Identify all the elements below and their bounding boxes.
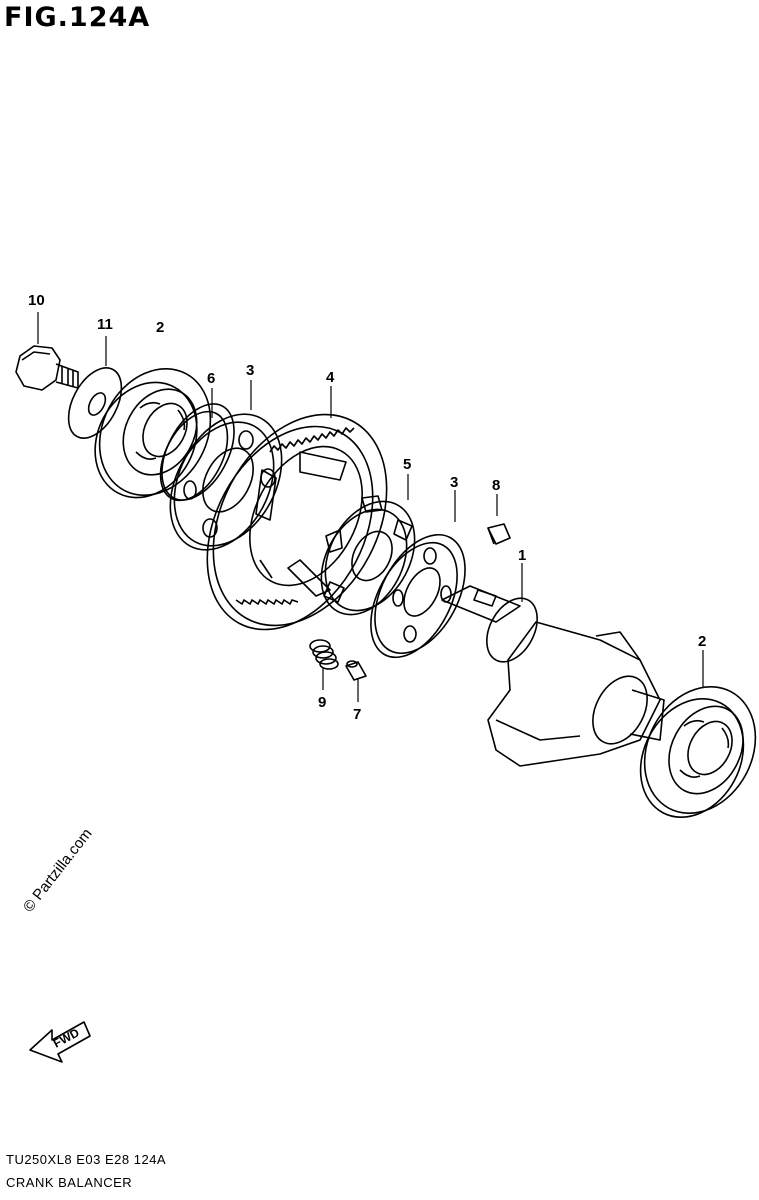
part-5-damper-hub[interactable]: [304, 486, 432, 629]
part-7-pin[interactable]: [345, 660, 367, 681]
callout-8: 8: [492, 477, 500, 494]
callout-2-upper: 2: [156, 319, 164, 336]
part-9-spring[interactable]: [309, 639, 339, 670]
gear-teeth: [269, 427, 355, 453]
callouts: 10 11 2 6 3 4 5 3 8 1 2 9 7: [28, 292, 706, 723]
footer-name: CRANK BALANCER: [6, 1175, 133, 1190]
part-3-plate-right[interactable]: [353, 520, 483, 672]
callout-4: 4: [326, 369, 335, 386]
part-8-key[interactable]: [487, 523, 511, 545]
callout-2-lower: 2: [698, 633, 706, 650]
part-11-washer[interactable]: [58, 359, 133, 447]
part-2-ball-bearing-upper[interactable]: [75, 349, 231, 515]
part-2-ball-bearing-lower[interactable]: [621, 667, 759, 835]
figure-title: FIG.124A: [4, 2, 151, 33]
callout-3-left: 3: [246, 362, 254, 379]
part-6-washer[interactable]: [147, 392, 249, 512]
callout-6: 6: [207, 370, 215, 387]
part-1-crank-balancer-shaft[interactable]: [441, 585, 665, 767]
callout-11: 11: [97, 316, 113, 333]
footer-code: TU250XL8 E03 E28 124A: [6, 1152, 167, 1167]
part-3-plate-left[interactable]: [149, 396, 303, 568]
callout-5: 5: [403, 456, 411, 473]
leader-lines: [37, 312, 704, 702]
callout-7: 7: [353, 706, 361, 723]
callout-3-right: 3: [450, 474, 458, 491]
fwd-arrow-icon: FWD: [29, 1021, 91, 1063]
part-10-nut[interactable]: [15, 345, 79, 391]
callout-10: 10: [28, 292, 45, 309]
callout-1: 1: [518, 547, 526, 564]
part-4-driven-gear[interactable]: [174, 384, 421, 658]
callout-9: 9: [318, 694, 326, 711]
